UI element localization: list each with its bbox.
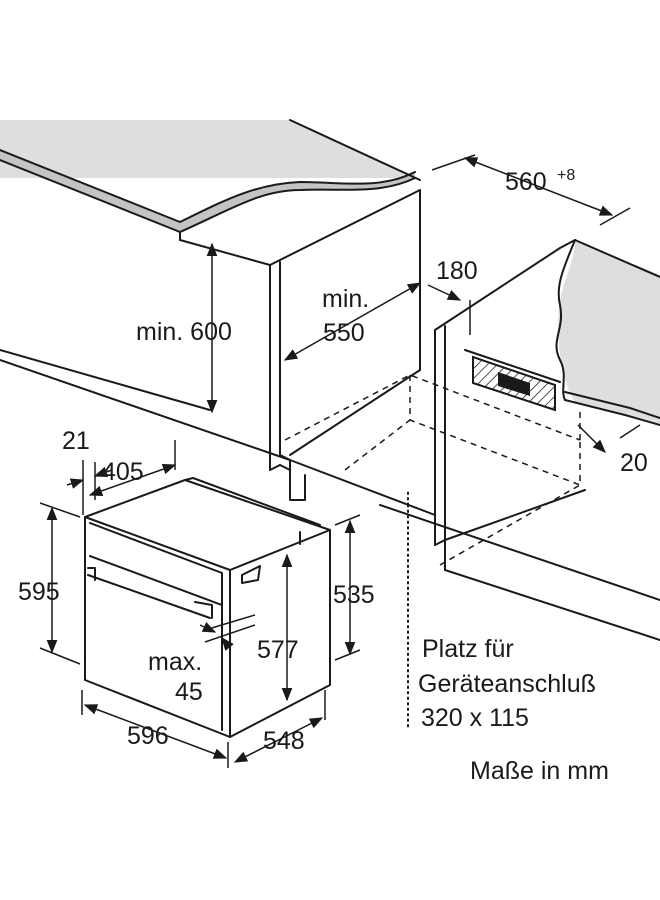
max-label-line1: max. [148,648,202,676]
depth-405-label: 405 [102,458,144,486]
niche-width-label: 560 [505,168,547,196]
oven-appliance [84,477,331,738]
left-countertop [0,119,421,241]
floor-lines [0,349,660,601]
height-595-label: 595 [18,578,60,606]
connection-area [464,349,561,412]
depth-548-label: 548 [263,727,305,755]
right-cabinet [434,239,660,641]
min-depth-label-line1: min. [322,285,369,313]
min-depth-label-line2: 550 [323,319,365,347]
min-height-label: min. 600 [136,318,232,346]
connection-note-line3: 320 x 115 [421,704,529,732]
connection-note-line2: Geräteanschluß [418,670,596,698]
height-577-label: 577 [257,636,299,664]
connection-note-line1: Platz für [422,635,514,663]
units-note: Maße in mm [470,757,609,785]
dimension-lines-top [206,154,641,453]
cutout-offset-label: 180 [436,257,478,285]
side-gap-label: 20 [620,449,648,477]
width-596-label: 596 [127,722,169,750]
max-label-line2: 45 [175,678,203,706]
niche-width-tolerance: +8 [557,167,575,184]
right-countertop [555,239,660,426]
front-offset-label: 21 [62,427,90,455]
height-535-label: 535 [333,581,375,609]
dimension-lines-oven [39,440,361,768]
